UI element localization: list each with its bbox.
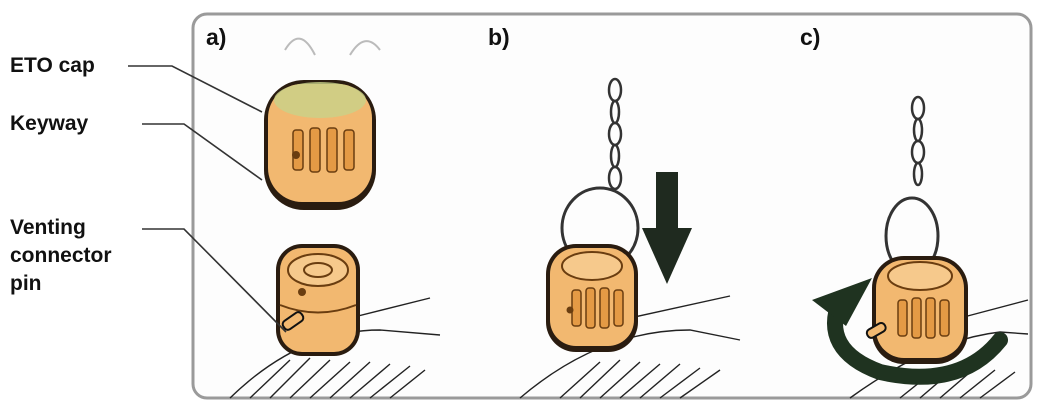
label-eto-cap: ETO cap bbox=[10, 54, 95, 77]
venting-connector-pin bbox=[281, 311, 305, 331]
panel-b-illustration bbox=[519, 77, 741, 399]
retention-chain bbox=[910, 95, 926, 187]
panel-label-b: b) bbox=[488, 24, 510, 50]
label-venting-line1: Venting bbox=[10, 216, 86, 239]
panel-a-illustration bbox=[128, 37, 441, 399]
label-venting-line2: connector bbox=[10, 244, 112, 267]
rotate-arrow-icon bbox=[812, 278, 1008, 385]
panel-label-a: a) bbox=[206, 24, 227, 50]
panel-label-c: c) bbox=[800, 24, 821, 50]
leader-lines bbox=[128, 65, 287, 333]
label-venting-line3: pin bbox=[10, 272, 42, 295]
retention-chain bbox=[607, 77, 623, 191]
mounting-surface bbox=[229, 297, 441, 399]
down-arrow-icon bbox=[642, 172, 692, 284]
label-keyway: Keyway bbox=[10, 112, 89, 135]
mounting-surface bbox=[519, 295, 741, 399]
panel-c-illustration bbox=[812, 95, 1029, 399]
